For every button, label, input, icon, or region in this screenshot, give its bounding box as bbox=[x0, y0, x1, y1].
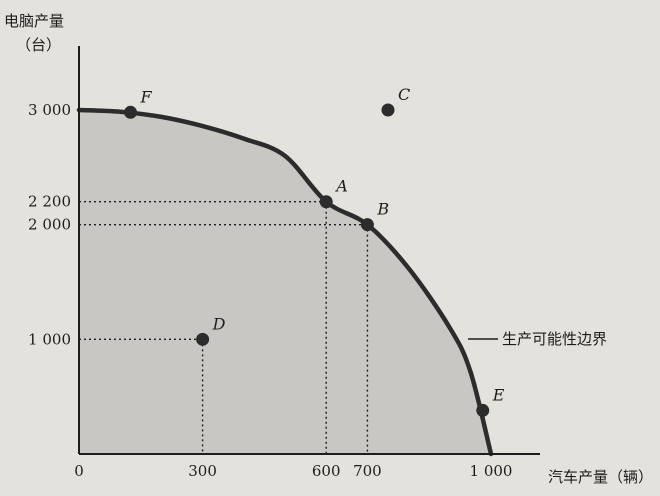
y-tick-label-1000: 1 000 bbox=[28, 330, 71, 348]
y-tick-label-2000: 2 000 bbox=[28, 216, 71, 234]
point-e bbox=[476, 403, 490, 417]
point-label-a: A bbox=[334, 177, 348, 196]
point-label-c: C bbox=[398, 85, 410, 104]
point-label-b: B bbox=[376, 200, 389, 219]
point-label-d: D bbox=[212, 314, 226, 333]
x-tick-label-1000: 1 000 bbox=[470, 462, 513, 480]
frontier-label: 生产可能性边界 bbox=[502, 330, 607, 348]
feasible-region bbox=[79, 110, 491, 454]
frontier-curve bbox=[76, 107, 494, 457]
x-tick-label-600: 600 bbox=[312, 462, 341, 480]
feasible-region-layer bbox=[79, 110, 491, 454]
x-tick-label-700: 700 bbox=[353, 462, 382, 480]
y-axis-title: 电脑产量 bbox=[4, 12, 64, 30]
point-label-f: F bbox=[140, 87, 153, 106]
point-label-e: E bbox=[492, 385, 505, 404]
x-axis-title: 汽车产量（辆） bbox=[548, 468, 653, 486]
axes-layer bbox=[78, 46, 540, 455]
points-layer: F A B C D E bbox=[124, 85, 505, 417]
point-c bbox=[381, 103, 395, 117]
point-f bbox=[124, 105, 137, 119]
point-a bbox=[319, 195, 333, 209]
frontier-curve-layer bbox=[76, 107, 494, 457]
guide-lines-layer bbox=[79, 201, 369, 454]
y-axis-unit: （台） bbox=[16, 36, 61, 54]
point-d bbox=[196, 332, 210, 346]
x-tick-label-0: 0 bbox=[74, 462, 84, 480]
x-tick-label-300: 300 bbox=[188, 462, 217, 480]
tick-labels-layer: 0 300 600 700 1 000 1 000 2 000 2 200 3 000 bbox=[28, 101, 512, 480]
y-tick-label-2200: 2 200 bbox=[28, 193, 71, 211]
y-tick-label-3000: 3 000 bbox=[28, 101, 71, 119]
point-b bbox=[360, 218, 374, 232]
